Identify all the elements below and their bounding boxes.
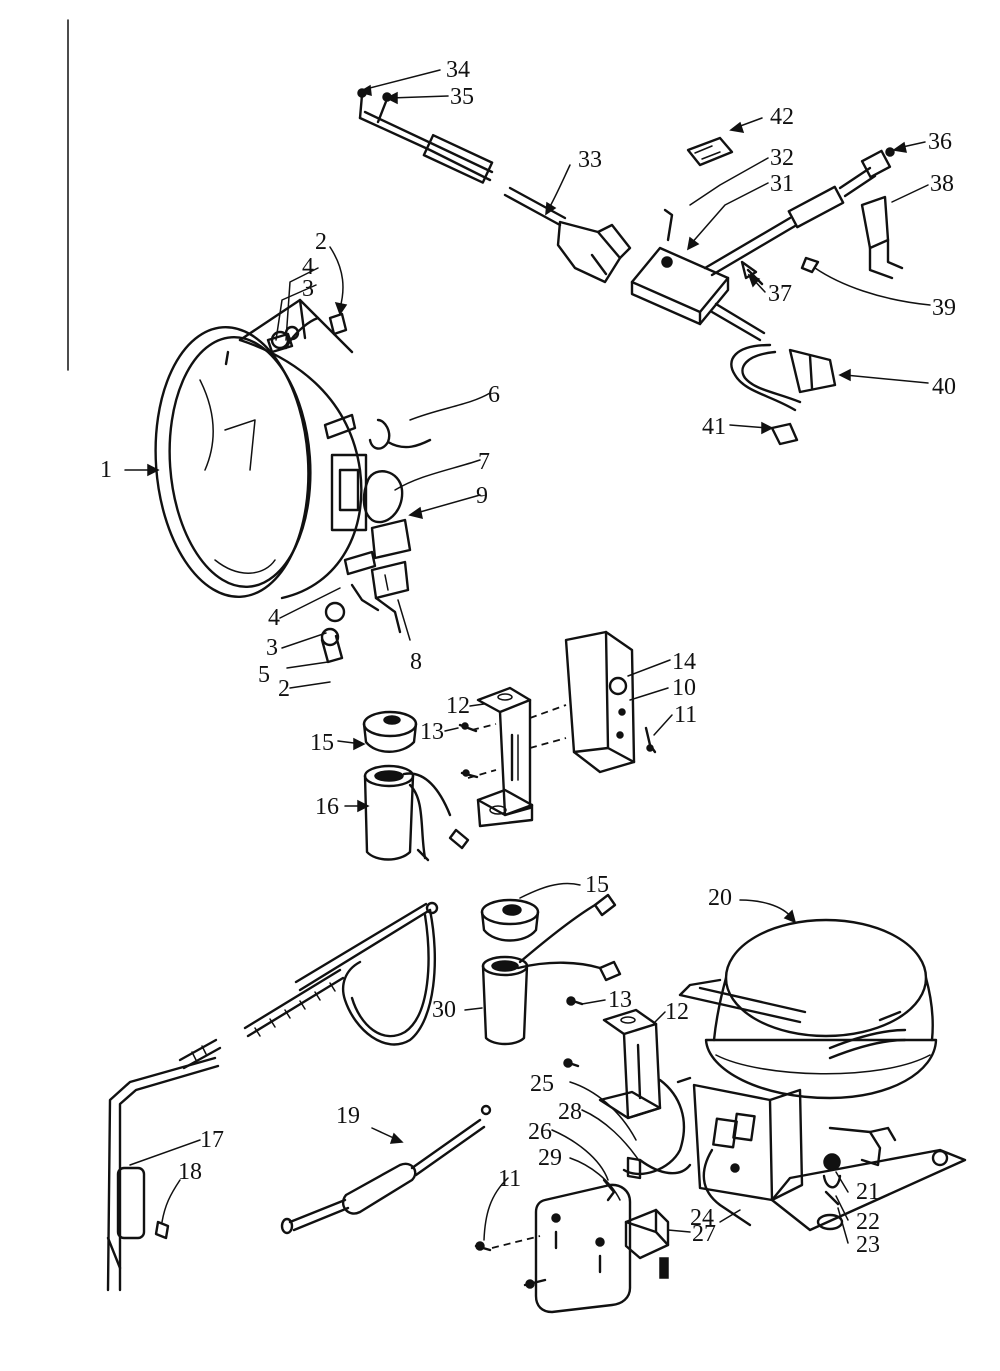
lower-relay-cover-group <box>474 996 692 1314</box>
part-label-3-lower: 3 <box>266 635 278 661</box>
part-label-25: 25 <box>530 1071 554 1097</box>
part-label-32: 32 <box>770 145 794 171</box>
overload-protector-assembly <box>630 136 904 446</box>
part-label-23: 23 <box>856 1232 880 1258</box>
part-label-33: 33 <box>578 147 602 173</box>
part-label-39: 39 <box>932 295 956 321</box>
part-label-21: 21 <box>856 1179 880 1205</box>
part-label-12-lower: 12 <box>665 999 689 1025</box>
leader-lines <box>124 69 931 1244</box>
capacitor-group-upper <box>362 710 470 862</box>
part-label-24: 24 <box>690 1205 714 1231</box>
part-label-3: 3 <box>302 276 314 302</box>
part-label-6: 6 <box>488 382 500 408</box>
part-label-17: 17 <box>200 1127 224 1153</box>
mounting-bracket-group <box>458 630 657 828</box>
part-label-4-lower: 4 <box>268 605 280 631</box>
part-label-29: 29 <box>538 1145 562 1171</box>
part-label-30: 30 <box>432 997 456 1023</box>
part-label-38: 38 <box>930 171 954 197</box>
part-label-26: 26 <box>528 1119 552 1145</box>
part-label-35: 35 <box>450 84 474 110</box>
part-label-27: 27 <box>692 1221 716 1247</box>
part-label-42: 42 <box>770 104 794 130</box>
part-label-15-lower: 15 <box>585 872 609 898</box>
part-label-5: 5 <box>258 662 270 688</box>
part-label-7: 7 <box>478 449 490 475</box>
lower-capacitor-group <box>480 893 622 1046</box>
part-label-20: 20 <box>708 885 732 911</box>
part-label-8: 8 <box>410 649 422 675</box>
part-label-28: 28 <box>558 1099 582 1125</box>
part-label-36: 36 <box>928 129 952 155</box>
compressor-assembly <box>154 298 432 664</box>
part-label-2: 2 <box>315 229 327 255</box>
part-label-16: 16 <box>315 794 339 820</box>
part-label-31: 31 <box>770 171 794 197</box>
part-label-19: 19 <box>336 1103 360 1129</box>
part-label-1: 1 <box>100 457 112 483</box>
part-label-15: 15 <box>310 730 334 756</box>
part-label-2-lower: 2 <box>278 676 290 702</box>
part-label-37: 37 <box>768 281 792 307</box>
part-label-40: 40 <box>932 374 956 400</box>
part-label-41: 41 <box>702 414 726 440</box>
part-label-13: 13 <box>420 719 444 745</box>
part-label-34: 34 <box>446 57 470 83</box>
part-label-14: 14 <box>672 649 696 675</box>
compressor-assembly-lower <box>678 918 967 1232</box>
part-label-12: 12 <box>446 693 470 719</box>
part-label-11: 11 <box>674 702 698 728</box>
part-label-13-lower: 13 <box>608 987 632 1013</box>
part-label-18: 18 <box>178 1159 202 1185</box>
part-label-4: 4 <box>302 254 314 280</box>
part-label-11-lower: 11 <box>498 1166 522 1192</box>
part-label-9: 9 <box>476 483 488 509</box>
part-label-10: 10 <box>672 675 696 701</box>
cap-tube-and-drier-group <box>106 901 492 1292</box>
power-cord-assembly <box>357 88 632 284</box>
part-label-22: 22 <box>856 1209 880 1235</box>
